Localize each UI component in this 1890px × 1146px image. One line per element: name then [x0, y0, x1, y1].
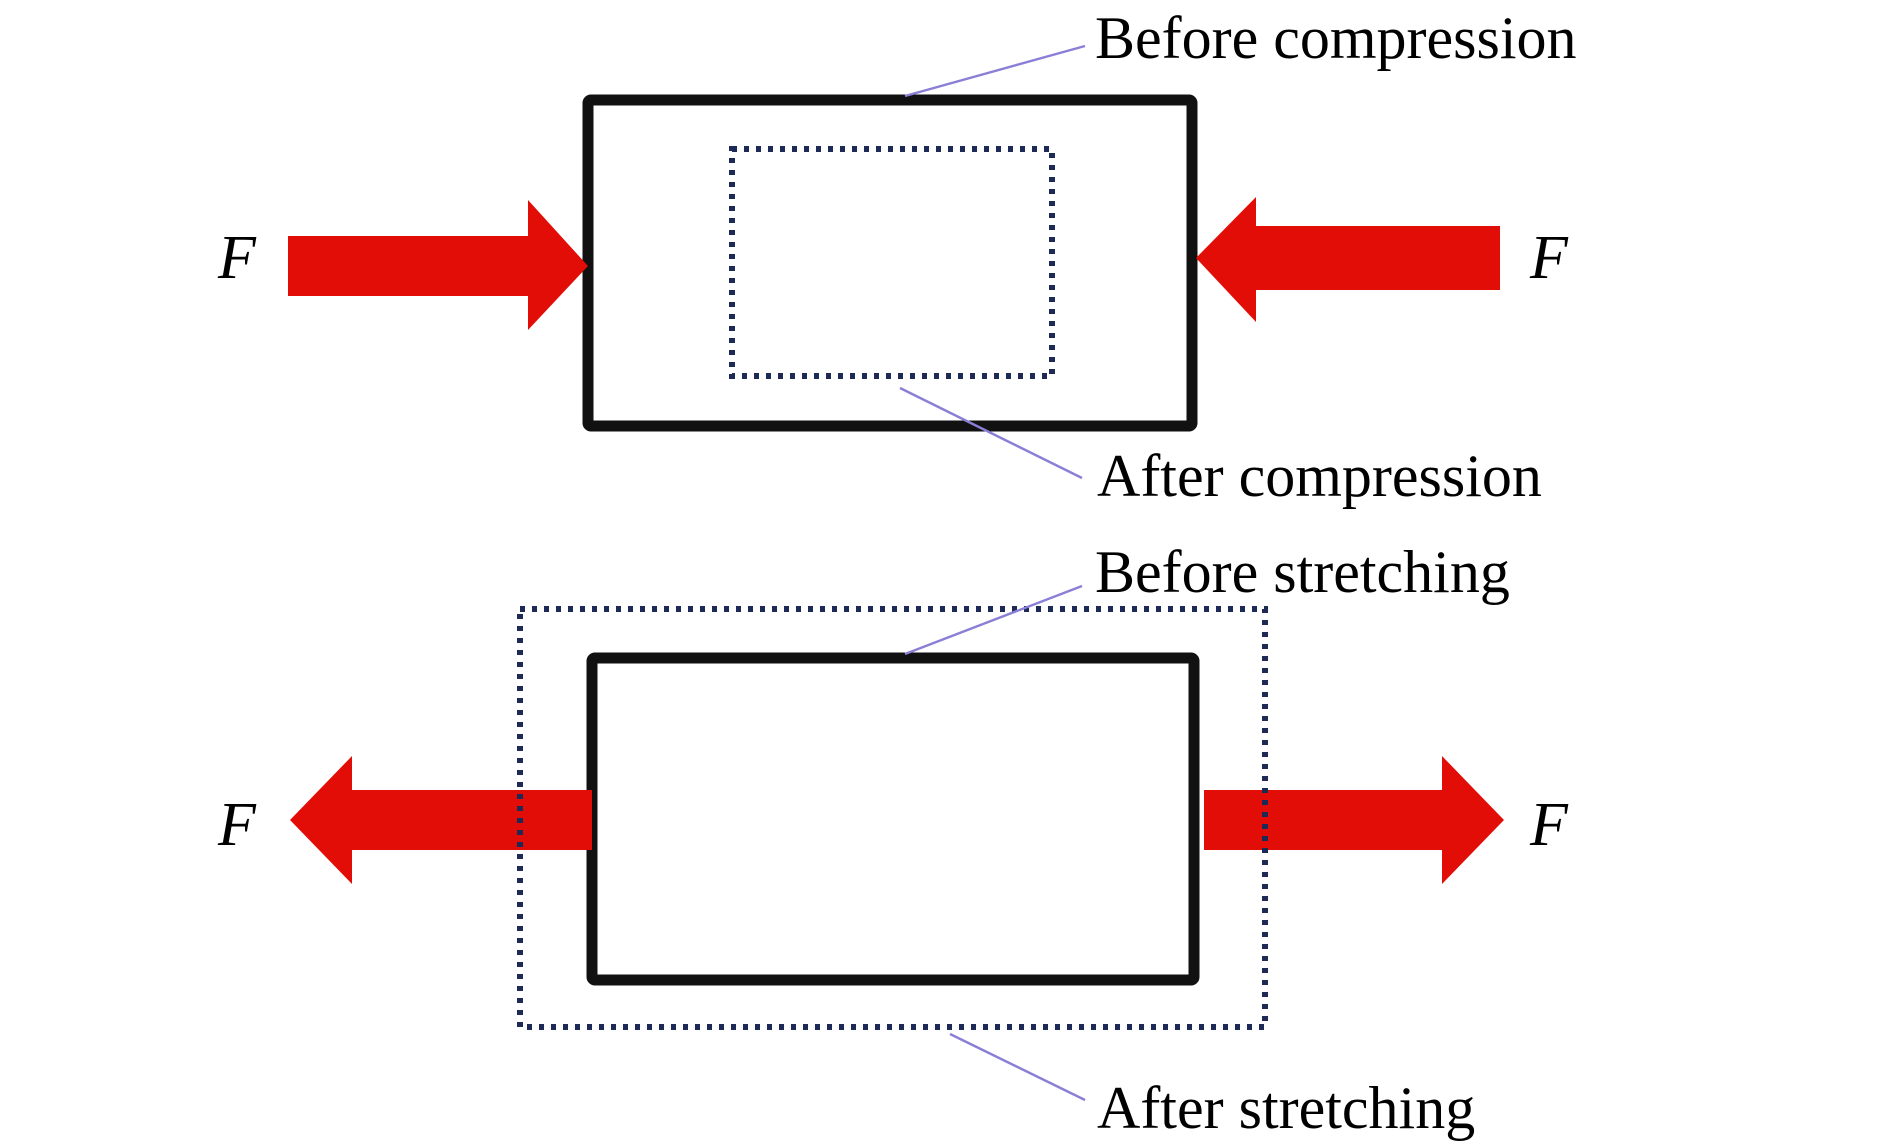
left-compression-arrow-icon — [288, 200, 588, 330]
compression-right-force-label: F — [1529, 224, 1569, 292]
right-stretching-arrow-icon — [1204, 756, 1504, 884]
before-stretching-rect — [586, 652, 1200, 986]
after-stretching-leader — [949, 1032, 1086, 1102]
after-compression-rect — [729, 146, 1055, 379]
compression-left-force-label: F — [217, 224, 257, 292]
after-stretching-rect — [517, 606, 1268, 1030]
after-stretching-label: After stretching — [1097, 1075, 1475, 1141]
after-compression-label: After compression — [1097, 443, 1542, 509]
after-compression-leader — [899, 386, 1083, 480]
stretching-right-force-label: F — [1529, 791, 1569, 859]
stretching-left-force-label: F — [217, 791, 257, 859]
before-stretching-label: Before stretching — [1095, 539, 1510, 605]
right-compression-arrow-icon — [1196, 197, 1500, 322]
before-compression-label: Before compression — [1095, 5, 1577, 71]
before-compression-leader — [904, 44, 1086, 98]
before-compression-rect — [582, 94, 1198, 432]
before-stretching-leader — [904, 584, 1083, 656]
stretching-panel: F F Before stretching After stretching — [217, 539, 1569, 1141]
compression-panel: F F Before compression After compression — [217, 5, 1577, 509]
left-stretching-arrow-icon — [290, 756, 592, 884]
